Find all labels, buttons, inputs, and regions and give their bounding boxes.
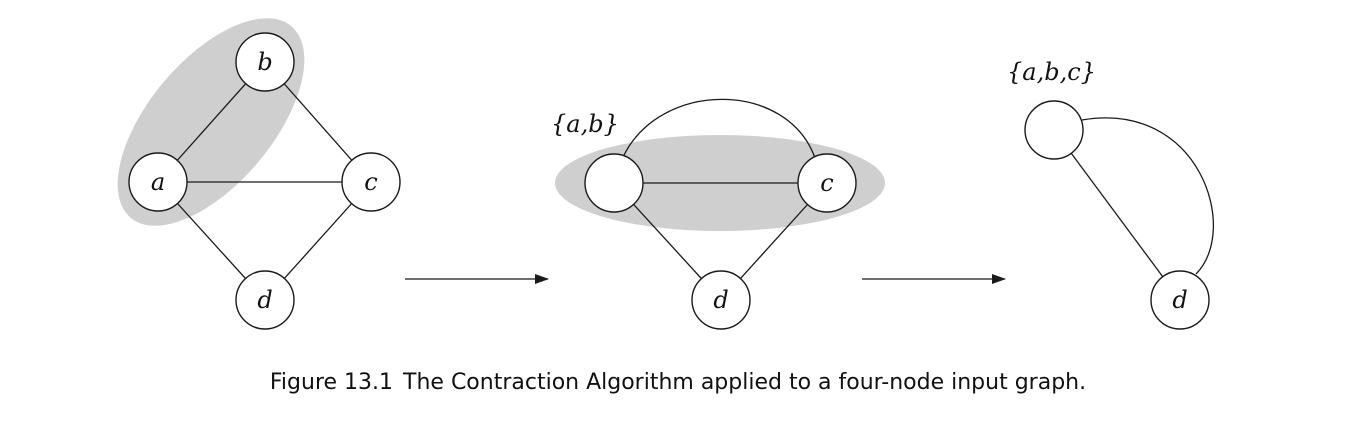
node-d: d bbox=[235, 270, 295, 330]
figure-number: Figure 13.1 bbox=[269, 370, 394, 395]
stage-2-graph: {a,b} c d bbox=[551, 98, 885, 330]
edge-abc-d-arc bbox=[1081, 117, 1215, 275]
node-c-label: c bbox=[364, 168, 377, 196]
figure-caption-text: The Contraction Algorithm applied to a f… bbox=[403, 370, 1087, 395]
figure-caption: Figure 13.1 The Contraction Algorithm app… bbox=[0, 370, 1356, 395]
node-d-2: d bbox=[691, 270, 751, 330]
node-ab bbox=[584, 153, 644, 213]
node-c-2: c bbox=[797, 153, 857, 213]
set-label-abc: {a,b,c} bbox=[1007, 58, 1096, 86]
set-label-ab: {a,b} bbox=[551, 110, 619, 138]
node-d-3-label: d bbox=[1172, 286, 1187, 314]
stage-1-graph: a b c d bbox=[117, 18, 401, 330]
edge-ab-c-arc bbox=[622, 98, 816, 159]
node-c: c bbox=[341, 152, 401, 212]
node-abc bbox=[1024, 100, 1084, 160]
contraction-diagram: a b c d {a,b} c d bbox=[117, 18, 1215, 330]
node-d-2-label: d bbox=[713, 286, 728, 314]
node-d-3: d bbox=[1150, 270, 1210, 330]
node-a-label: a bbox=[151, 168, 165, 196]
node-d-label: d bbox=[257, 286, 272, 314]
node-b-label: b bbox=[257, 48, 272, 76]
node-a: a bbox=[128, 152, 188, 212]
edge-abc-d bbox=[1053, 129, 1181, 301]
stage-3-graph: {a,b,c} d bbox=[1007, 58, 1215, 330]
node-c-2-label: c bbox=[820, 169, 833, 197]
node-b: b bbox=[235, 32, 295, 92]
stage-1-highlight bbox=[117, 18, 305, 226]
